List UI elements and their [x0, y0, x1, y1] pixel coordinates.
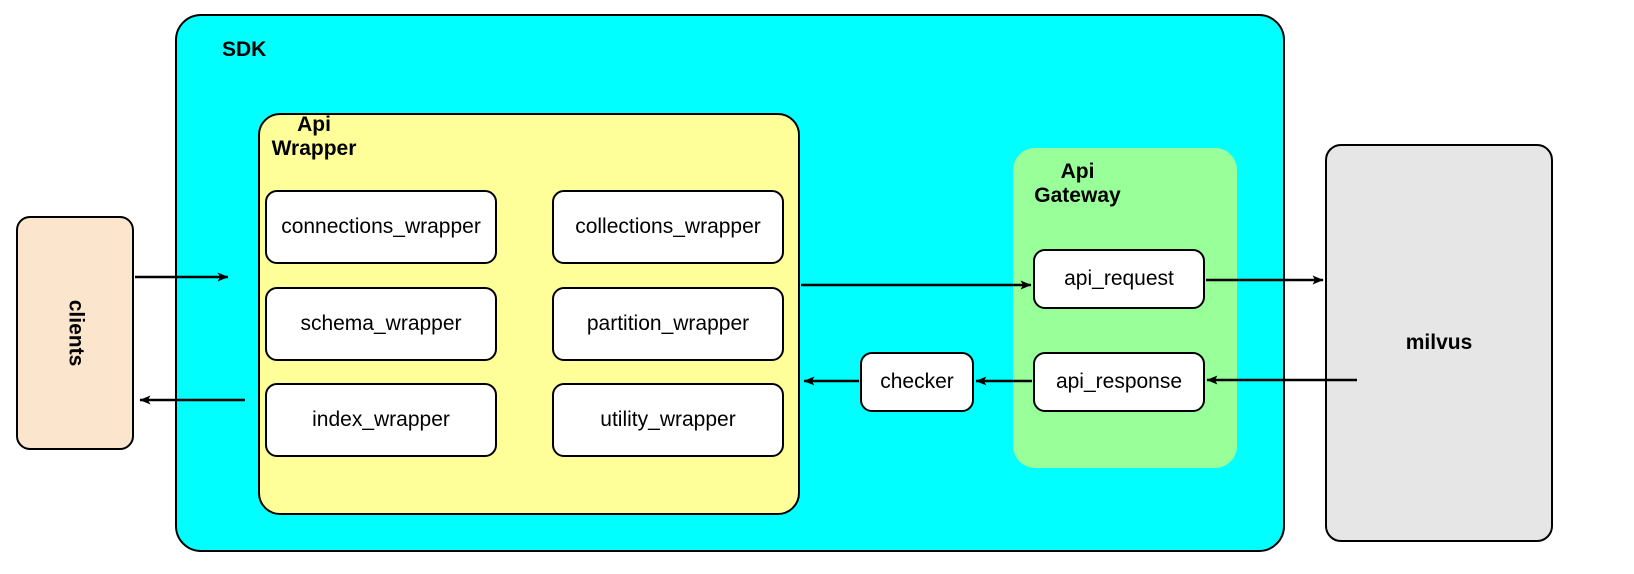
node-index-wrapper[interactable]: index_wrapper: [265, 383, 497, 457]
node-clients-label: clients: [64, 299, 87, 367]
node-api-request[interactable]: api_request: [1033, 249, 1205, 309]
node-partition-wrapper[interactable]: partition_wrapper: [552, 287, 784, 361]
container-api-gateway-label: Api Gateway: [1034, 160, 1121, 207]
container-sdk-label: SDK: [222, 38, 267, 61]
node-collections-wrapper[interactable]: collections_wrapper: [552, 190, 784, 264]
node-checker[interactable]: checker: [860, 352, 974, 412]
node-schema-wrapper[interactable]: schema_wrapper: [265, 287, 497, 361]
node-utility-wrapper[interactable]: utility_wrapper: [552, 383, 784, 457]
node-connections-wrapper[interactable]: connections_wrapper: [265, 190, 497, 264]
node-api-response[interactable]: api_response: [1033, 352, 1205, 412]
node-clients[interactable]: clients: [16, 216, 134, 450]
node-milvus[interactable]: milvus: [1325, 144, 1553, 542]
container-api-wrapper-label: Api Wrapper: [271, 113, 357, 160]
